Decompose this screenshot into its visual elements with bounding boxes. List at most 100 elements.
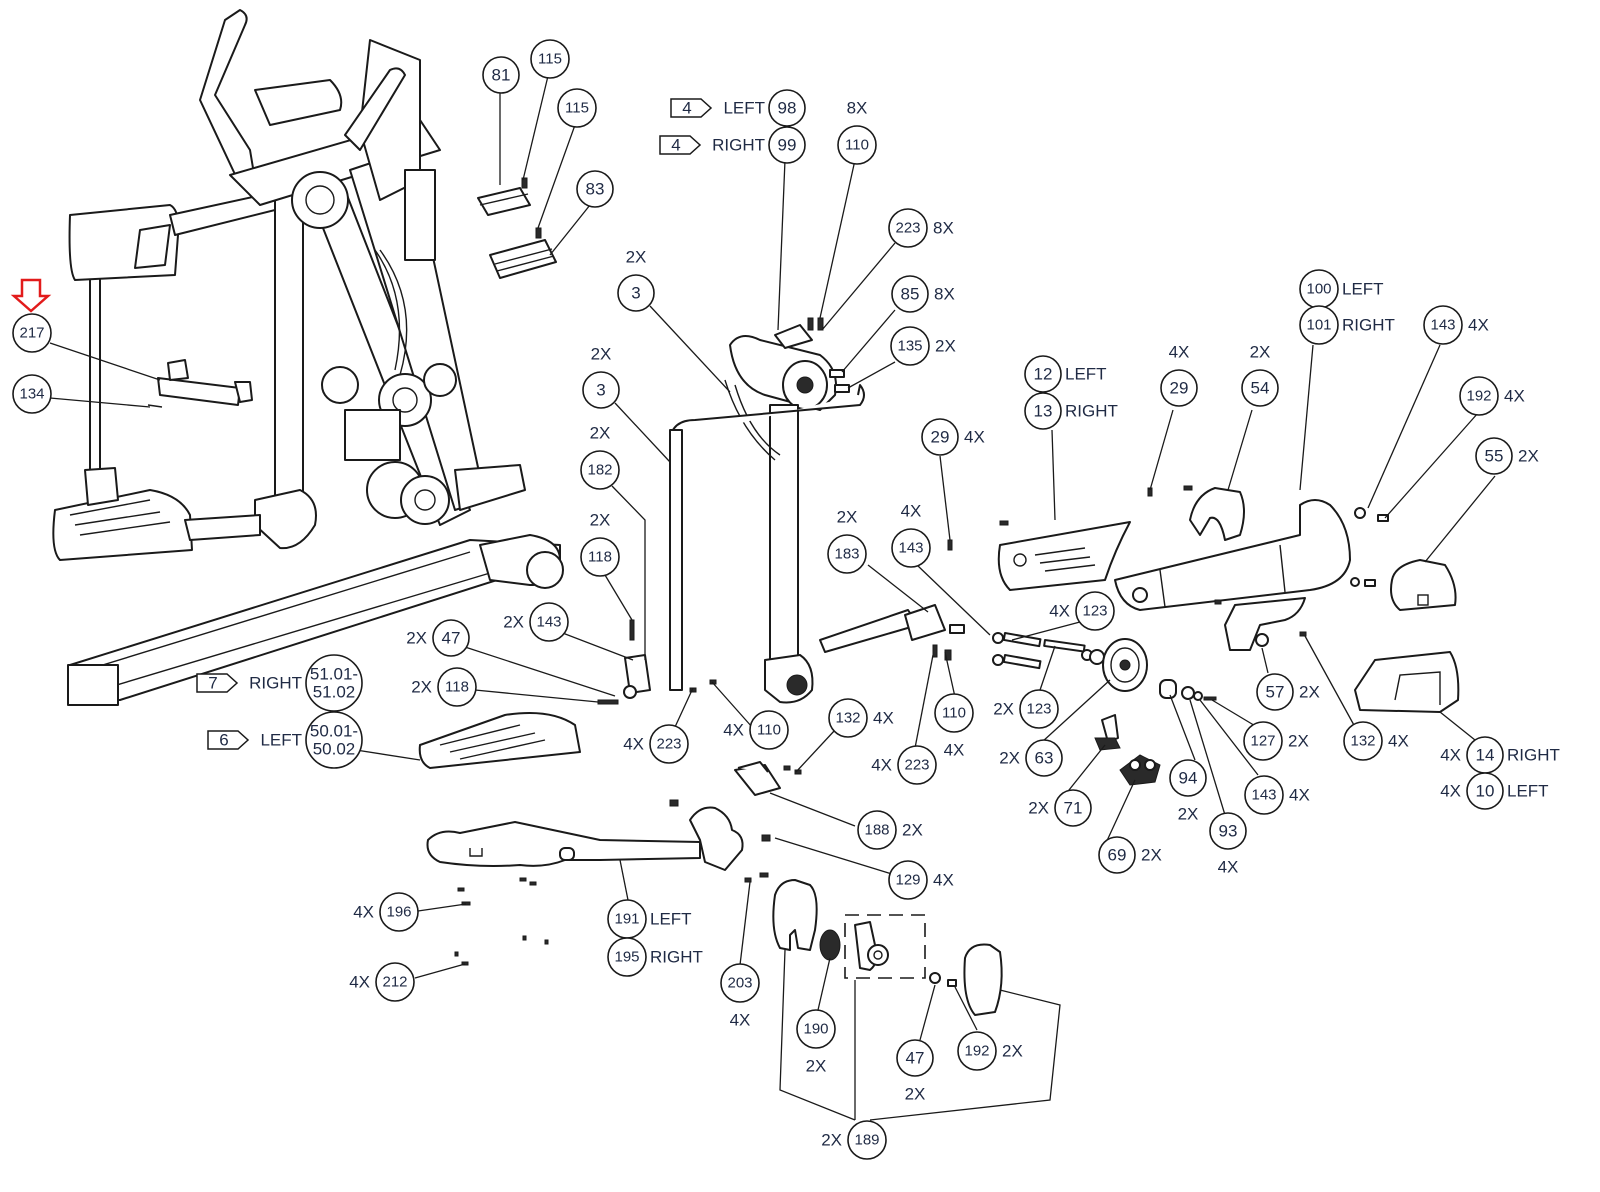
side-label: LEFT	[1507, 782, 1549, 801]
callout-number: 223	[895, 220, 920, 237]
callout-number: 85	[901, 285, 920, 304]
quantity-label: 2X	[1250, 343, 1271, 362]
callout-bubble	[720, 963, 760, 1003]
callout-number: 14	[1476, 746, 1495, 765]
callout-number: 54	[1251, 379, 1270, 398]
callout-bubble	[1209, 812, 1247, 850]
quantity-label: 4X	[944, 741, 965, 760]
cover-part-54	[1189, 487, 1245, 541]
quantity-label: 2X	[590, 511, 611, 530]
callout-bubble	[1098, 836, 1136, 874]
side-label: RIGHT	[1342, 316, 1395, 335]
callout-number: 192	[1466, 388, 1491, 405]
callout-bubble	[796, 1009, 836, 1049]
callout-number: 57	[1266, 683, 1285, 702]
callout-bubble	[1025, 739, 1063, 777]
side-label: LEFT	[1065, 365, 1107, 384]
callout-number: 110	[845, 137, 869, 154]
callout-number: 110	[757, 722, 781, 739]
reference-tag-icon	[670, 98, 713, 118]
callout-115: 115	[530, 39, 570, 79]
callout-number: 98	[778, 99, 797, 118]
callout-number: 195	[614, 949, 639, 966]
quantity-label: 4X	[1440, 746, 1461, 765]
side-label: RIGHT	[650, 948, 703, 967]
callout-81: 81	[482, 56, 520, 94]
quantity-label: 4X	[871, 756, 892, 775]
callout-number: 93	[1219, 822, 1238, 841]
callout-bubble	[1256, 673, 1294, 711]
side-label: RIGHT	[712, 136, 765, 155]
callout-bubble	[888, 208, 928, 248]
quantity-label: 2X	[1141, 846, 1162, 865]
link-arm-183	[819, 604, 965, 661]
callout-bubble	[557, 88, 597, 128]
callout-132: 132 4X	[828, 698, 894, 738]
callout-number: 110	[942, 705, 966, 722]
callout-bubble	[482, 56, 520, 94]
callout-bubble	[1243, 721, 1283, 761]
callout-bubble	[582, 371, 620, 409]
callout-bubble	[888, 860, 928, 900]
reference-tag-number: 4	[682, 99, 691, 118]
pulley-part-63	[1102, 638, 1217, 701]
quantity-label: 2X	[1299, 683, 1320, 702]
callout-bubble	[617, 274, 655, 312]
quantity-label: 4X	[873, 709, 894, 728]
callout-bubble	[530, 39, 570, 79]
callout-number: 212	[382, 974, 407, 991]
cover-part-57	[1224, 597, 1306, 651]
crank-assembly-189	[844, 914, 926, 979]
callout-bubble	[1160, 369, 1198, 407]
callout-bubble	[1475, 437, 1513, 475]
quantity-label: 2X	[837, 508, 858, 527]
callout-number: 196	[386, 904, 411, 921]
reference-tag-number: 4	[671, 136, 680, 155]
callout-bubble	[1244, 775, 1284, 815]
callout-number: 115	[565, 100, 589, 117]
callout-bubble	[1466, 772, 1504, 810]
callout-bubble	[1054, 789, 1092, 827]
callout-bubble	[837, 125, 877, 165]
callout-bubble	[891, 275, 929, 313]
callout-bubble	[1019, 689, 1059, 729]
bracket-part-188	[734, 761, 781, 796]
callout-bubble	[1024, 355, 1062, 393]
callout-bubble	[1075, 591, 1115, 631]
callout-bubble	[12, 313, 52, 353]
shroud-part-14-10	[1354, 651, 1460, 713]
reference-tag-icon	[659, 135, 702, 155]
sprocket-part-190	[819, 929, 841, 961]
end-cap-part-55	[1350, 507, 1457, 611]
quantity-label: 4X	[349, 973, 370, 992]
callout-number: 69	[1108, 846, 1127, 865]
callout-110: 110 4X	[723, 710, 789, 750]
quantity-label: 4X	[353, 903, 374, 922]
callout-195: 195 RIGHT	[607, 937, 703, 977]
quantity-label: 4X	[1504, 387, 1525, 406]
callout-number: 132	[835, 710, 860, 727]
callout-number: 115	[538, 51, 562, 68]
callout-bubble	[305, 711, 363, 769]
callout-bubble	[1241, 369, 1279, 407]
quantity-label: 4X	[1169, 343, 1190, 362]
quantity-label: 2X	[1518, 447, 1539, 466]
callout-bubble	[828, 698, 868, 738]
callout-number: 12	[1034, 365, 1053, 384]
callout-196: 196 4X	[353, 892, 419, 932]
quantity-label: 4X	[723, 721, 744, 740]
callout-bubble	[749, 710, 789, 750]
side-label: RIGHT	[1507, 746, 1560, 765]
callout-3: 32X	[617, 248, 655, 312]
